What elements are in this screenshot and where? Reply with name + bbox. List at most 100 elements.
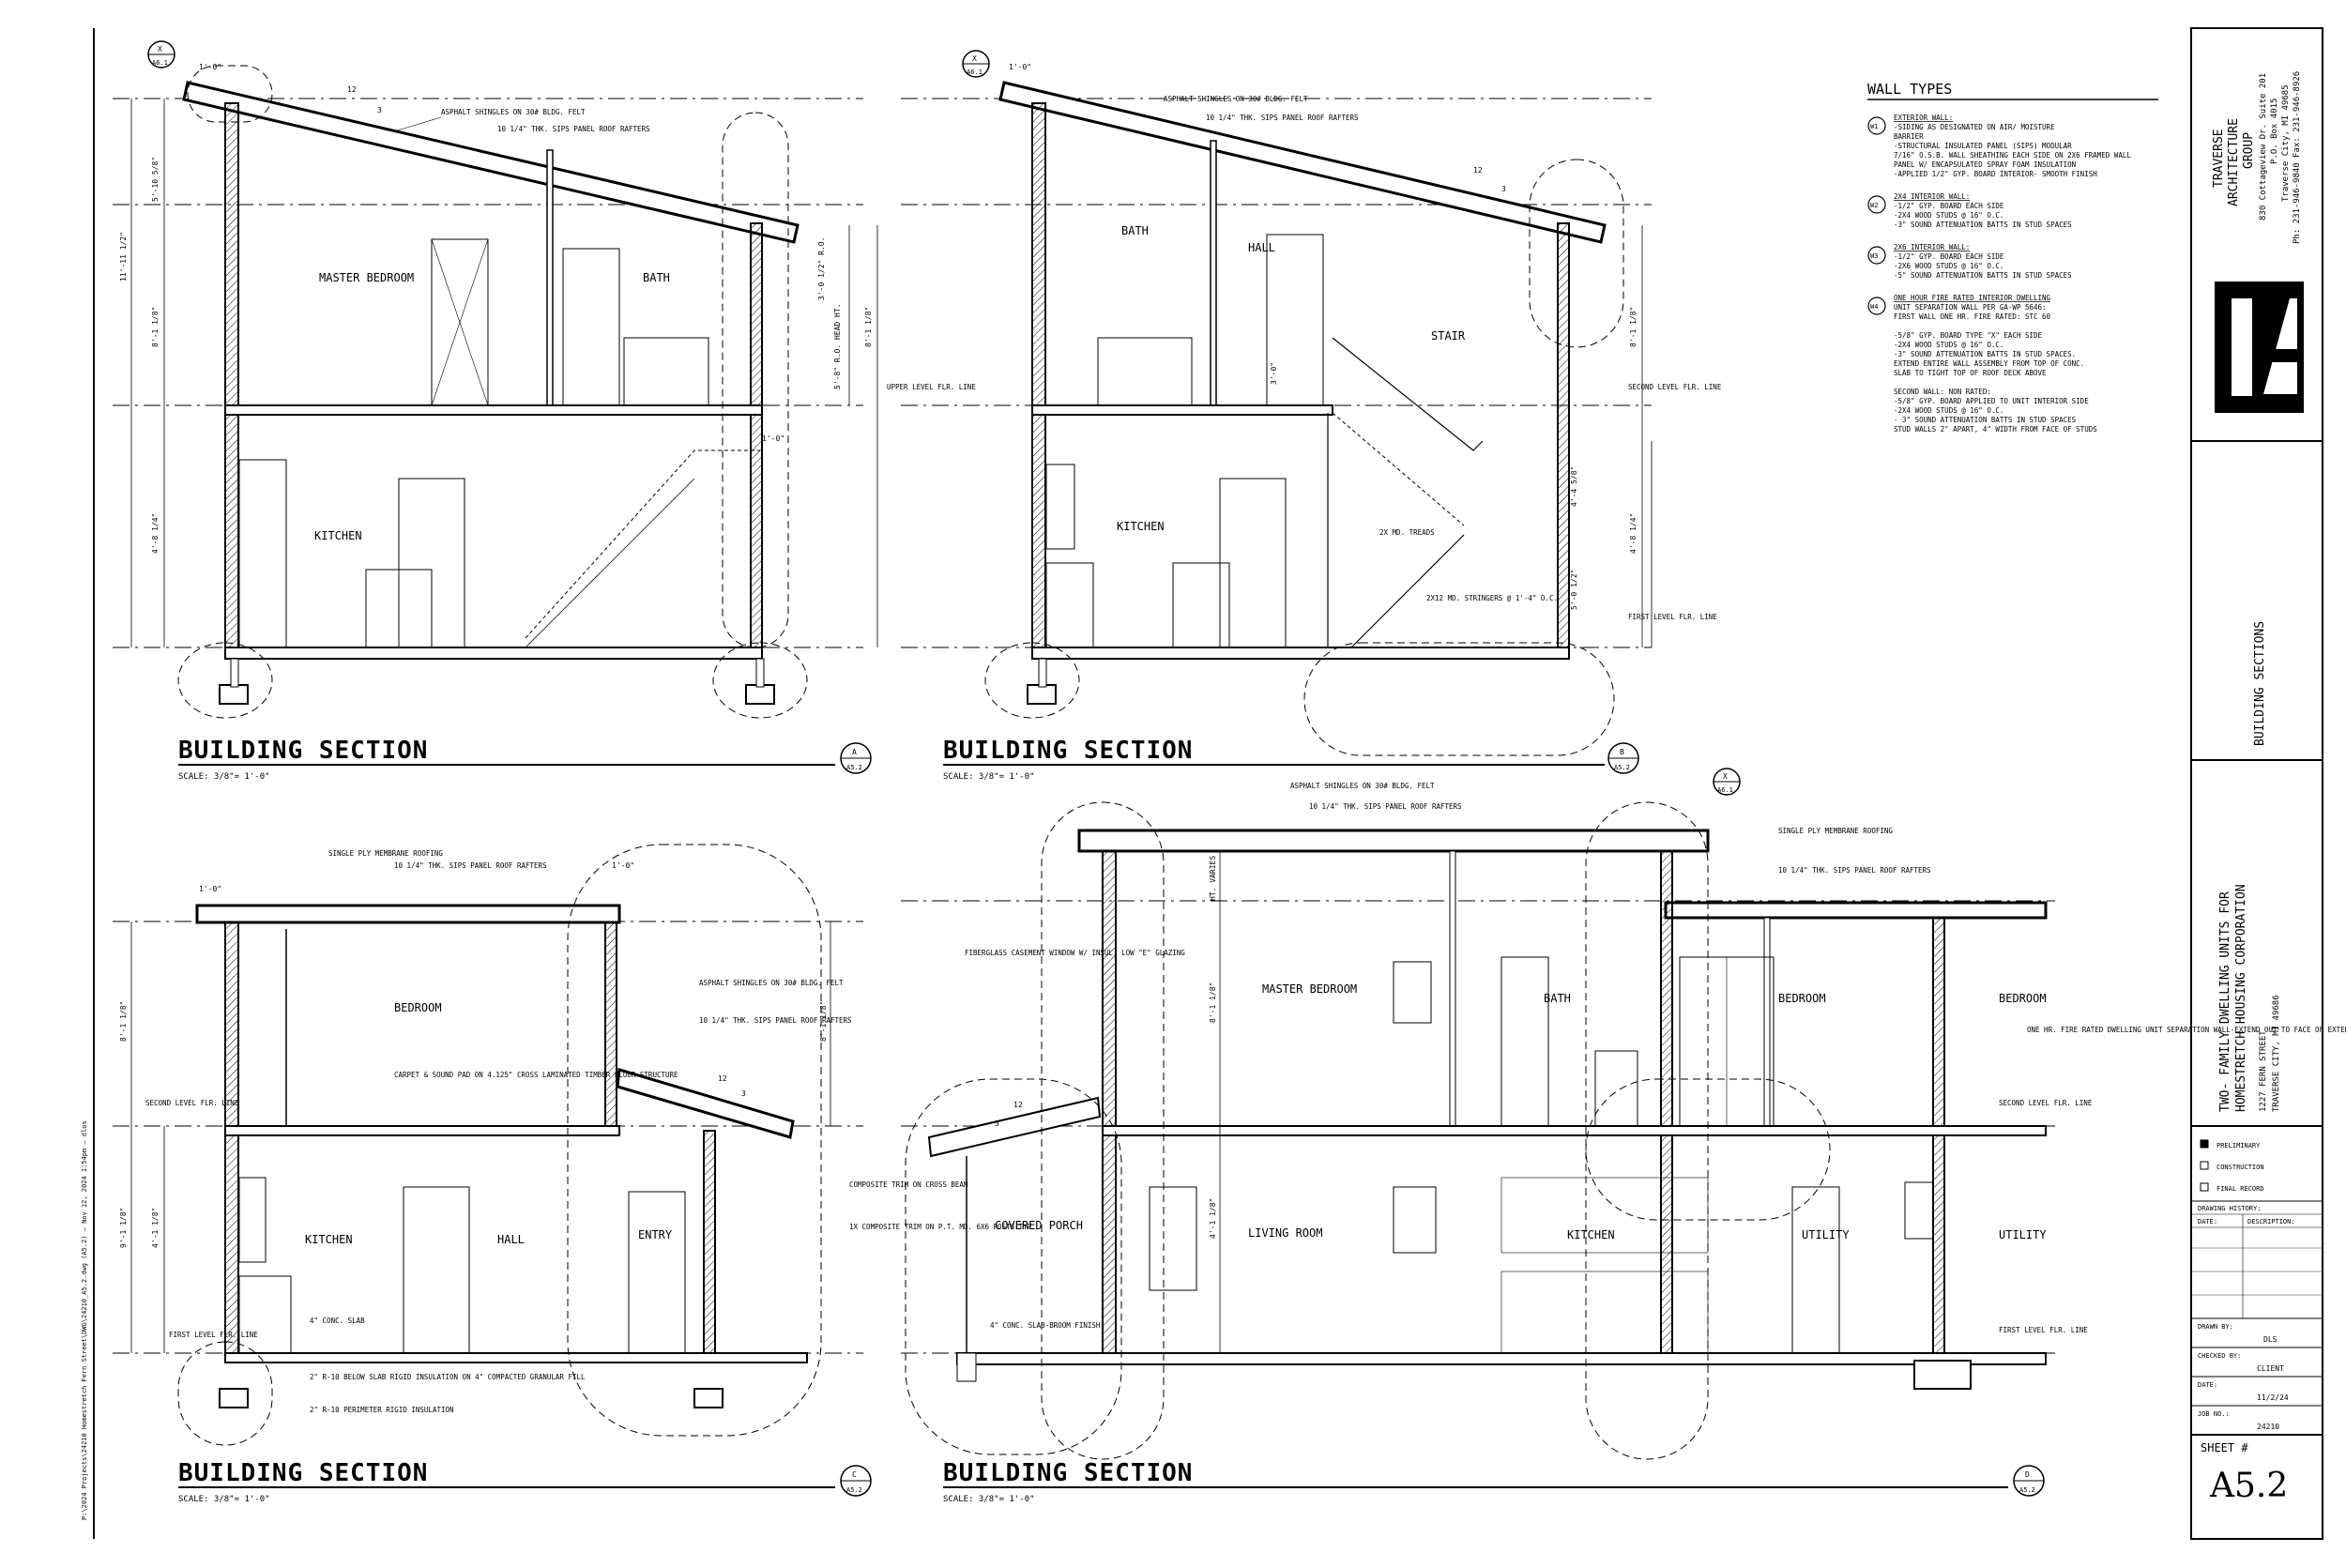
wall-type-line: -1/2" GYP. BOARD EACH SIDE bbox=[1894, 252, 2004, 261]
project-name: HOMESTRETCH HOUSING CORPORATION bbox=[2234, 884, 2248, 1112]
wall-type-line: -3" SOUND ATTENUATION BATTS IN STUD SPAC… bbox=[1894, 221, 2072, 229]
dimension-text: 5'-10 5/8" bbox=[151, 157, 160, 202]
sheet-title: BUILDING SECTIONS bbox=[2253, 621, 2267, 746]
wall-type-tag bbox=[1867, 116, 1886, 135]
firm-phone: Ph: 231-946-9840 Fax: 231-946-8926 bbox=[2293, 71, 2302, 244]
section-title: BUILDING SECTION bbox=[178, 1459, 428, 1487]
margin-file-path: P:\2024 Projects\24210 Homestretch Fern … bbox=[81, 1120, 88, 1520]
callout-note: FIBERGLASS CASEMENT WINDOW W/ INSUL. LOW… bbox=[965, 949, 1185, 957]
wall-type-line: ONE HOUR FIRE RATED INTERIOR DWELLING bbox=[1894, 294, 2051, 302]
status-construction: CONSTRUCTION bbox=[2217, 1164, 2264, 1171]
callout-note: ASPHALT SHINGLES ON 30# BLDG. FELT bbox=[1290, 782, 1435, 790]
history-date-col: DATE: bbox=[2198, 1218, 2217, 1225]
callout-note: ASPHALT SHINGLES ON 30# BLDG. FELT bbox=[441, 108, 586, 116]
firm-address: Traverse City, MI 49685 bbox=[2281, 84, 2291, 202]
status-final-record: FINAL RECORD bbox=[2217, 1185, 2264, 1193]
section-b: BATH HALL STAIR KITCHEN ASPHALT SHINGLES… bbox=[901, 63, 1722, 782]
grid-marker-letter: X bbox=[1723, 772, 1728, 781]
firm-address: 830 Cottageview Dr. Suite 201 bbox=[2259, 73, 2268, 221]
slope-text: 3 bbox=[377, 106, 382, 114]
wall-type-line: PANEL W/ ENCAPSULATED SPRAY FOAM INSULAT… bbox=[1894, 160, 2076, 169]
wall-type-tag bbox=[1867, 195, 1886, 214]
dimension-text: 4'-8 1/4" bbox=[151, 513, 160, 554]
firm-name: GROUP bbox=[2242, 132, 2256, 169]
dimension-text: 3'-0 1/2" R.O. bbox=[817, 237, 826, 300]
dimension-text: 11'-11 1/2" bbox=[119, 232, 128, 282]
slope-text: 12 bbox=[718, 1074, 727, 1083]
section-scale: SCALE: 3/8"= 1'-0" bbox=[178, 1495, 270, 1504]
callout-note: 10 1/4" THK. SIPS PANEL ROOF RAFTERS bbox=[1206, 114, 1359, 122]
project-name: TWO- FAMILY DWELLING UNITS FOR bbox=[2218, 891, 2232, 1112]
wall-type-line: -APPLIED 1/2" GYP. BOARD INTERIOR- SMOOT… bbox=[1894, 170, 2097, 178]
project-address: 1227 FERN STREET bbox=[2259, 1030, 2268, 1112]
grid-markers: X A6.1 X A6.1 X A6.1 bbox=[147, 40, 1741, 796]
level-label: FIRST LEVEL FLR. LINE bbox=[1628, 613, 1717, 621]
wall-type-line: -2X4 WOOD STUDS @ 16" O.C. bbox=[1894, 341, 2003, 349]
callout-note: 2" R-10 PERIMETER RIGID INSULATION bbox=[310, 1406, 454, 1414]
room-label: BATH bbox=[1544, 992, 1571, 1005]
room-label: UTILITY bbox=[1999, 1228, 2047, 1241]
room-label: COVERED PORCH bbox=[995, 1219, 1083, 1232]
level-label: SECOND LEVEL FLR. LINE bbox=[1999, 1099, 2093, 1107]
callout-note: 4" CONC. SLAB bbox=[310, 1317, 365, 1325]
wall-type-tag bbox=[1867, 246, 1886, 265]
dimension-text: 1'-0" bbox=[612, 861, 634, 870]
callout-note: 2X12 MD. STRINGERS @ 1'-4" O.C. bbox=[1426, 594, 1558, 602]
dimension-text: 8'-1 1/8" bbox=[1209, 982, 1217, 1023]
callout-note: 10 1/4" THK. SIPS PANEL ROOF RAFTERS bbox=[1309, 802, 1462, 811]
wall-type-line: BARRIER bbox=[1894, 132, 1924, 141]
section-scale: SCALE: 3/8"= 1'-0" bbox=[943, 772, 1035, 782]
room-label: KITCHEN bbox=[1117, 520, 1165, 533]
callout-note: SINGLE PLY MEMBRANE ROOFING bbox=[328, 849, 443, 858]
wall-type-line: -5" SOUND ATTENUATION BATTS IN STUD SPAC… bbox=[1894, 271, 2072, 280]
callout-note: 1X COMPOSITE TRIM ON P.T. MD. 6X6 POSTS-… bbox=[849, 1223, 1036, 1231]
room-label: MASTER BEDROOM bbox=[1262, 982, 1357, 996]
slope-text: 3 bbox=[1501, 185, 1506, 193]
sheet-number-label: SHEET # bbox=[2201, 1441, 2248, 1454]
checked-by-value: CLIENT bbox=[2257, 1364, 2284, 1373]
section-title: BUILDING SECTION bbox=[178, 737, 428, 765]
section-c: BEDROOM KITCHEN HALL ENTRY SINGLE PLY ME… bbox=[113, 844, 872, 1504]
level-label: FIRST LEVEL FLR. LINE bbox=[1999, 1326, 2088, 1334]
slope-text: 12 bbox=[1013, 1101, 1023, 1109]
wall-type-line: FIRST WALL ONE HR. FIRE RATED: STC 60 bbox=[1894, 312, 2051, 321]
room-label: BEDROOM bbox=[1778, 992, 1826, 1005]
room-label: ENTRY bbox=[638, 1228, 673, 1241]
slope-text: 12 bbox=[347, 85, 357, 94]
callout-note: ONE HR. FIRE RATED DWELLING UNIT SEPARAT… bbox=[2027, 1026, 2346, 1034]
callout-note: 2" R-10 BELOW SLAB RIGID INSULATION ON 4… bbox=[310, 1373, 586, 1381]
project-address: TRAVERSE CITY, MI 49686 bbox=[2272, 995, 2281, 1112]
section-marker-sheet: A5.2 bbox=[846, 1486, 862, 1494]
dimension-text: 4'-8 1/4" bbox=[1629, 513, 1638, 554]
dimension-text: 4'-4 5/8" bbox=[1570, 466, 1578, 507]
job-number-label: JOB NO.: bbox=[2198, 1410, 2230, 1418]
wall-type-line: EXTEND ENTIRE WALL ASSEMBLY FROM TOP OF … bbox=[1894, 359, 2084, 368]
job-number-value: 24210 bbox=[2257, 1423, 2279, 1431]
dimension-text: 5'-8" R.O. HEAD HT. bbox=[833, 303, 842, 389]
callout-note: ASPHALT SHINGLES ON 30# BLDG. FELT bbox=[699, 979, 844, 987]
callout-note: 4" CONC. SLAB-BROOM FINISH bbox=[990, 1321, 1101, 1330]
wall-type-tag-label: W1 bbox=[1870, 123, 1878, 130]
dimension-text: 1'-0" bbox=[1009, 63, 1031, 71]
wall-type-line: 7/16" O.S.B. WALL SHEATHING EACH SIDE ON… bbox=[1894, 151, 2131, 160]
wall-type-line: 2X6 INTERIOR WALL: bbox=[1894, 243, 1970, 251]
firm-address: P.O. Box 4015 bbox=[2270, 99, 2279, 164]
callout-note: SINGLE PLY MEMBRANE ROOFING bbox=[1778, 827, 1893, 835]
wall-type-tag-label: W3 bbox=[1870, 252, 1878, 260]
room-label: HALL bbox=[497, 1233, 525, 1246]
grid-marker-sheet: A6.1 bbox=[1717, 786, 1733, 794]
grid-marker-letter: X bbox=[158, 45, 162, 53]
wall-type-line: EXTERIOR WALL: bbox=[1894, 114, 1953, 122]
wall-type-line: SLAB TO TIGHT TOP OF ROOF DECK ABOVE bbox=[1894, 369, 2047, 377]
dimension-text: 1'-0" bbox=[762, 434, 785, 443]
grid-marker-sheet: A6.1 bbox=[152, 59, 168, 67]
wall-type-line: -2X4 WOOD STUDS @ 16" O.C. bbox=[1894, 406, 2003, 415]
wall-type-line: -1/2" GYP. BOARD EACH SIDE bbox=[1894, 202, 2004, 210]
room-label: KITCHEN bbox=[1567, 1228, 1615, 1241]
callout-note: 10 1/4" THK. SIPS PANEL ROOF RAFTERS bbox=[394, 861, 547, 870]
room-label: KITCHEN bbox=[314, 529, 362, 542]
sheet-number-value: A5.2 bbox=[2209, 1467, 2288, 1505]
room-label: UTILITY bbox=[1802, 1228, 1850, 1241]
date-label: DATE: bbox=[2198, 1381, 2217, 1389]
room-label: STAIR bbox=[1431, 329, 1466, 343]
